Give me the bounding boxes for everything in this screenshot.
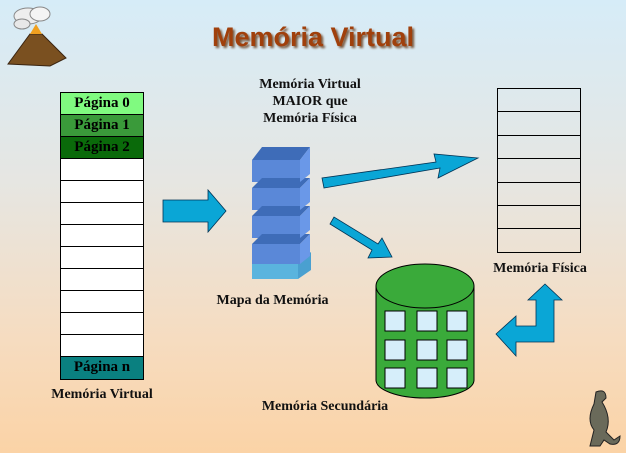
virtual-page [61, 203, 143, 225]
physical-frame [498, 183, 580, 206]
virtual-page: Página 2 [61, 137, 143, 159]
slide-title: Memória Virtual [211, 22, 415, 52]
virtual-page [61, 225, 143, 247]
virtual-page [61, 247, 143, 269]
caption-line: MAIOR que [272, 94, 348, 109]
virtual-page: Página n [61, 357, 143, 379]
physical-frame [498, 112, 580, 136]
caption-line: Memória Física [263, 111, 357, 126]
memory-map-label: Mapa da Memória [216, 293, 329, 308]
volcano-icon [7, 6, 67, 67]
virtual-page [61, 181, 143, 203]
physical-frame [498, 89, 580, 113]
caption-top: Memória Virtual MAIOR que Memória Física [230, 76, 390, 127]
virtual-memory-label: Memória Virtual [51, 387, 153, 402]
caption-line: Memória Virtual [259, 77, 361, 92]
arrow-to-physical [321, 153, 480, 189]
secondary-memory-disk [375, 263, 475, 399]
physical-memory-table [497, 88, 581, 253]
secondary-memory-label: Memória Secundária [261, 399, 389, 414]
virtual-page [61, 335, 143, 357]
physical-frame [498, 136, 580, 160]
physical-frame [498, 229, 580, 252]
virtual-page: Página 1 [61, 115, 143, 137]
physical-memory-label: Memória Física [493, 261, 587, 276]
virtual-page [61, 269, 143, 291]
arrow-to-secondary [329, 216, 393, 259]
dinosaur-icon [589, 390, 621, 447]
virtual-page: Página 0 [61, 93, 143, 115]
arrow-to-map [162, 188, 227, 234]
physical-frame [498, 206, 580, 230]
virtual-page [61, 313, 143, 335]
memory-map-icon [252, 147, 311, 279]
swap-arrow [495, 283, 564, 358]
physical-frame [498, 159, 580, 183]
virtual-page [61, 291, 143, 313]
virtual-page [61, 159, 143, 181]
